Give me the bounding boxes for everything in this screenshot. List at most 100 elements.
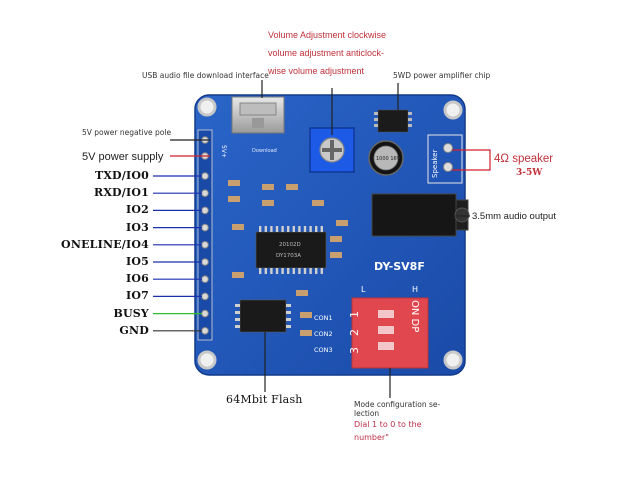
dip-num-1: 1 (348, 311, 361, 318)
pin-pad-6 (201, 258, 209, 266)
pin-label-3: IO2 (126, 203, 149, 217)
chip-pin (281, 226, 284, 232)
chip-pin (287, 226, 290, 232)
flash-chip-pins (235, 304, 291, 328)
pin-label-7: IO6 (126, 272, 149, 286)
dip-l-label: L (361, 285, 366, 294)
chip-pin (287, 268, 290, 274)
mounting-holes (197, 97, 463, 370)
chip-pin (259, 268, 262, 274)
leader-lines (170, 80, 470, 398)
pin-label-2: RXD/IO1 (93, 186, 149, 200)
dip-num-3: 3 (348, 347, 361, 354)
chip-pin (303, 226, 307, 232)
chip-pin (303, 268, 307, 274)
speaker-leader (452, 149, 491, 171)
dial-annotation: Dial 1 to 0 to the number" (354, 418, 422, 444)
pin-label-5: ONELINE/IO4 (61, 237, 149, 251)
speaker-annotation: 4Ω speaker (494, 153, 554, 165)
chip-pin (281, 268, 284, 274)
pin-label-9: BUSY (113, 306, 149, 320)
volume-line-1: Volume Adjustment clockwise (268, 30, 387, 40)
flash-pin (235, 311, 240, 314)
chip-pin (292, 226, 295, 232)
decoder-chip (255, 226, 327, 274)
chip-pin (298, 268, 301, 274)
mounting-hole-tr (443, 100, 463, 120)
volume-potentiometer (309, 127, 355, 173)
con1-label: CON1 (314, 314, 333, 322)
chip-pin (309, 268, 312, 274)
capacitor (368, 140, 404, 176)
pin-label-6: IO5 (126, 255, 149, 268)
audio-out-annotation: 3.5mm audio output (472, 211, 556, 222)
chip-pin (320, 268, 323, 274)
pin-pad-8 (201, 292, 209, 301)
flash-pin (286, 318, 291, 321)
smd-components (228, 180, 348, 336)
neg-annotation: 5V power negative pole (82, 128, 172, 137)
chip-bottom-mark: DY1703A (276, 253, 301, 259)
dip-switch[interactable] (351, 297, 429, 369)
flash-pin (235, 318, 240, 321)
chip-pin (298, 226, 301, 232)
mounting-hole-bl (197, 350, 217, 370)
chip-pin (320, 226, 323, 232)
board-model: DY-SV8F (374, 260, 425, 273)
speaker-terminal (427, 134, 463, 184)
pin-pad-1 (201, 172, 209, 180)
pin-header (197, 129, 213, 341)
dip-on-label: ON DP (409, 300, 420, 332)
chip-pin (270, 268, 273, 274)
flash-pin (286, 311, 291, 314)
mode-line-1: Mode configuration se- (354, 400, 441, 409)
chip-pin (259, 226, 262, 232)
amplifier-chip (374, 109, 412, 133)
pin-pad-10 (201, 327, 209, 335)
dial-line-2: number" (354, 433, 389, 442)
pin-pad-2 (201, 189, 209, 197)
volume-line-2: volume adjustment anticlock- (268, 48, 385, 58)
flash-pin (235, 325, 240, 328)
decoder-chip-pins (259, 226, 323, 274)
mounting-hole-tl (197, 97, 217, 117)
usb-connector (231, 96, 285, 134)
pin-label-4: IO3 (126, 220, 149, 234)
silk-vplus: 5V+ (220, 145, 227, 158)
dial-line-1: Dial 1 to 0 to the (354, 420, 422, 429)
pin-label-8: IO7 (126, 289, 149, 303)
amp-annotation: 5WD power amplifier chip (393, 71, 491, 80)
chip-pin (315, 226, 318, 232)
chip-pin (309, 226, 312, 232)
silk-download: Download (252, 148, 277, 154)
supply-annotation: 5V power supply (82, 151, 164, 163)
pin-pad-3 (201, 206, 209, 215)
chip-pin (264, 268, 267, 274)
pin-pad-7 (201, 275, 209, 284)
chip-pin (264, 226, 267, 232)
pin-label-1: TXD/IO0 (94, 169, 149, 182)
chip-pin (292, 268, 295, 274)
capacitor-label: 1000 16V (376, 156, 401, 162)
pin-label-10: GND (119, 323, 149, 337)
usb-annotation: USB audio file download interface (142, 71, 269, 80)
chip-pin (270, 226, 273, 232)
flash-pin (286, 304, 291, 307)
flash-chip (235, 299, 291, 333)
silk-speaker: Speaker (431, 149, 439, 178)
audio-jack (371, 193, 470, 237)
volume-line-3: wise volume adjustment (268, 66, 365, 76)
con2-label: CON2 (314, 330, 333, 338)
con3-label: CON3 (314, 346, 333, 354)
chip-pin (275, 226, 279, 232)
chip-pin (275, 268, 279, 274)
chip-top-mark: 20102D (279, 242, 301, 248)
pin-pad-9 (201, 309, 209, 318)
pin-pad-5 (201, 241, 209, 249)
flash-pin (286, 325, 291, 328)
speaker-power-annotation: 3-5W (516, 168, 543, 178)
chip-pin (315, 268, 318, 274)
mounting-hole-br (443, 350, 463, 370)
volume-annotation: Volume Adjustment clockwise volume adjus… (268, 26, 386, 80)
